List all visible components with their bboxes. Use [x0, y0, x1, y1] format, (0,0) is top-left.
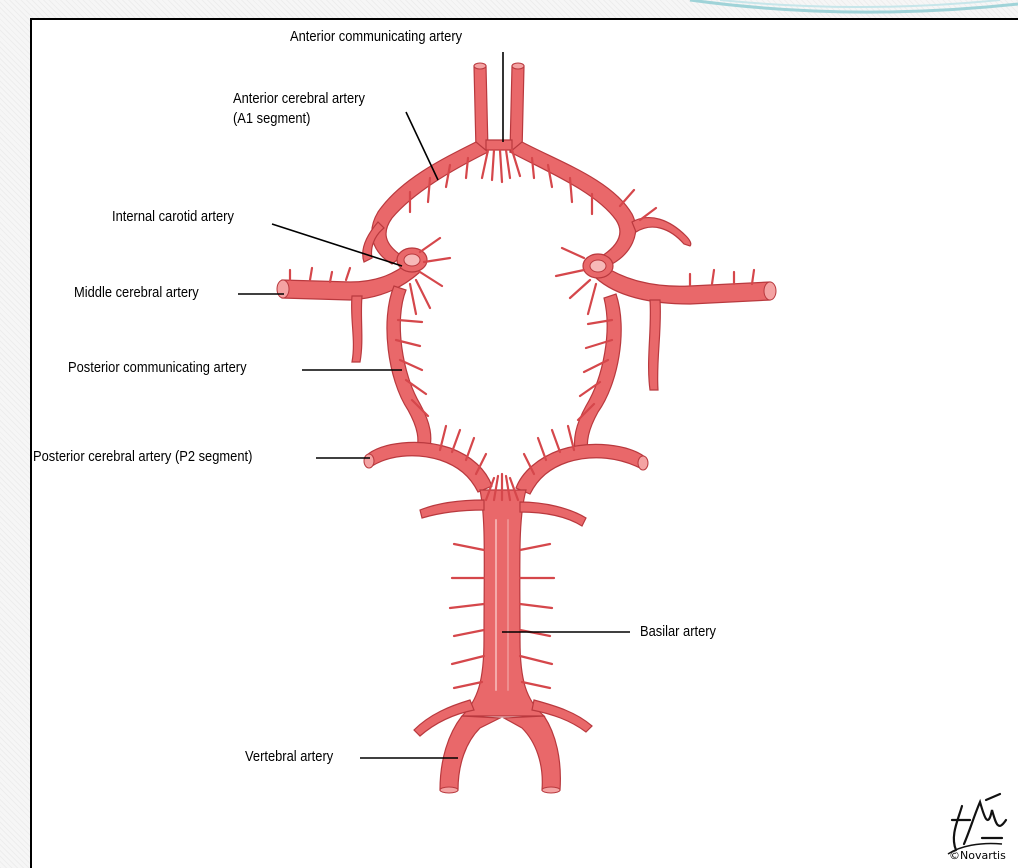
label-vertebral-artery: Vertebral artery [245, 748, 333, 766]
middle-cerebral-right [596, 266, 770, 304]
anterior-cerebral-right-distal [510, 66, 524, 152]
vertebral-left [440, 716, 500, 790]
label-internal-carotid-artery: Internal carotid artery [112, 208, 234, 226]
label-a1-segment: (A1 segment) [233, 110, 310, 128]
basilar-trunk [462, 490, 544, 716]
superior-branch-right [520, 502, 586, 526]
a1-right [510, 142, 636, 264]
lateral-branch-left [352, 296, 362, 362]
posterior-cerebral-right [516, 444, 646, 494]
anterior-communicating-vessel [486, 140, 512, 150]
superior-branch-left [420, 500, 484, 518]
label-posterior-cerebral-artery: Posterior cerebral artery (P2 segment) [33, 448, 252, 466]
label-posterior-communicating-artery: Posterior communicating artery [68, 359, 247, 377]
label-anterior-communicating-artery: Anterior communicating artery [290, 28, 462, 46]
perforating-branches [290, 150, 754, 688]
vertebral-right [504, 716, 560, 790]
label-basilar-artery: Basilar artery [640, 623, 716, 641]
posterior-communicating-right [574, 294, 621, 456]
posterior-cerebral-left [366, 442, 492, 492]
label-anterior-cerebral-artery: Anterior cerebral artery [233, 90, 365, 108]
leader-anterior-cerebral [406, 112, 438, 180]
copyright-novartis: ©Novartis [949, 849, 1006, 862]
leader-lines [238, 52, 630, 758]
anterior-loop-right [632, 218, 691, 246]
lateral-branch-right [649, 300, 661, 390]
anterior-cerebral-left-distal [474, 66, 488, 150]
label-middle-cerebral-artery: Middle cerebral artery [74, 284, 199, 302]
